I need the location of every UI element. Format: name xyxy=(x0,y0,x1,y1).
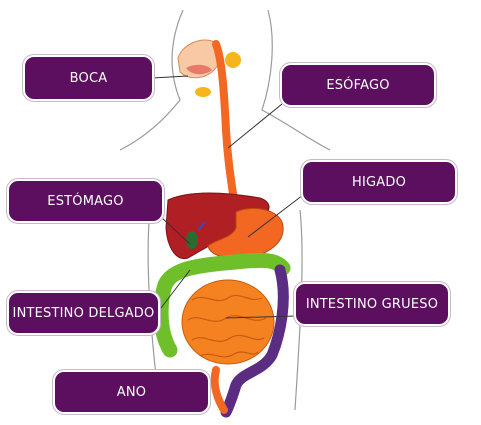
label-esofago: ESÓFAGO xyxy=(282,65,434,105)
label-intestino-delgado: INTESTINO DELGADO xyxy=(9,293,158,333)
label-intestino-grueso-text: INTESTINO GRUESO xyxy=(305,296,439,312)
label-estomago: ESTÓMAGO xyxy=(9,181,162,221)
rectum-shape xyxy=(210,366,228,414)
label-esofago-text: ESÓFAGO xyxy=(326,77,390,93)
label-intestino-delgado-text: INTESTINO DELGADO xyxy=(12,305,155,321)
label-boca: BOCA xyxy=(25,57,152,99)
gallbladder-shape xyxy=(186,231,198,249)
leader-lines xyxy=(151,75,304,319)
label-ano: ANO xyxy=(55,372,208,412)
esophagus-shape xyxy=(212,40,240,219)
large-intestine-descending-shape xyxy=(220,264,289,418)
label-intestino-grueso: INTESTINO GRUESO xyxy=(296,284,448,324)
large-intestine-ascending-shape xyxy=(153,252,291,358)
small-intestine-shape xyxy=(181,279,275,365)
label-higado: HIGADO xyxy=(303,162,455,202)
mouth-region xyxy=(177,39,241,97)
label-higado-text: HIGADO xyxy=(351,174,407,190)
label-ano-text: ANO xyxy=(116,384,147,400)
label-boca-text: BOCA xyxy=(69,70,108,86)
salivary-gland-icon xyxy=(225,52,241,68)
label-estomago-text: ESTÓMAGO xyxy=(47,193,124,209)
